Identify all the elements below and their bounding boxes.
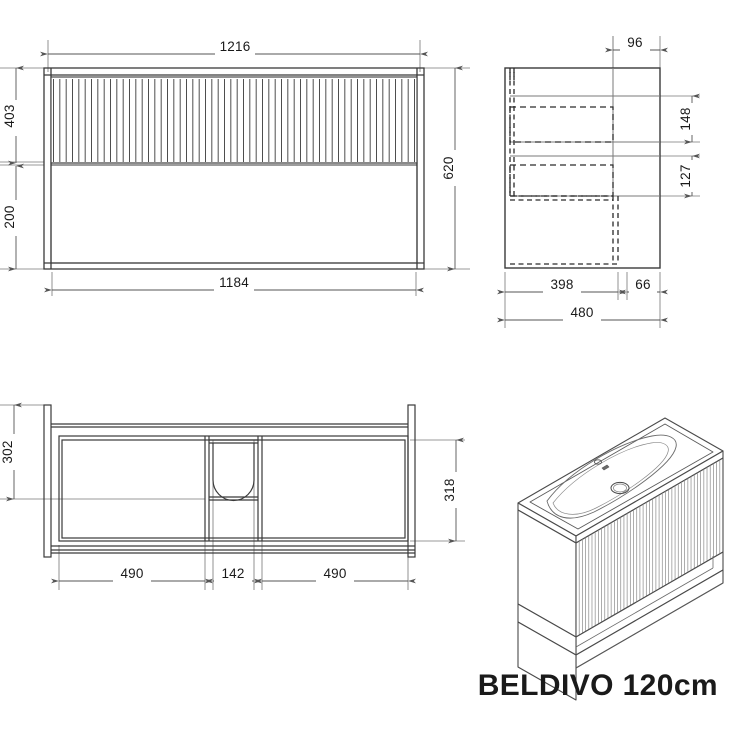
dim-label-66: 66	[635, 277, 650, 292]
dim-side-top-offset: 96	[605, 35, 668, 53]
dim-label-490-right: 490	[323, 566, 346, 581]
dim-front-overall-height: 620	[441, 65, 463, 272]
dim-side-cabinet-depth: 398	[497, 277, 626, 295]
isometric-rib-lines	[578, 459, 721, 636]
dim-label-148: 148	[678, 107, 693, 130]
plan-geometry	[43, 404, 416, 558]
isometric-view	[517, 417, 724, 701]
dim-side-overhang: 66	[619, 277, 668, 295]
front-lower-drawer	[50, 162, 418, 264]
dim-front-overall-width: 1216	[40, 39, 428, 57]
dim-side-upper-drawer: 148	[678, 93, 700, 145]
side-shelf-lines	[510, 68, 660, 197]
plan-view: 302 318 490 142	[0, 402, 465, 590]
side-extension-lines	[504, 36, 700, 328]
dim-side-lower-drawer: 127	[678, 153, 700, 199]
dim-label-490-left: 490	[120, 566, 143, 581]
side-section-view: 96 148 127 398	[497, 35, 700, 328]
dim-label-302: 302	[0, 440, 15, 463]
dim-label-620: 620	[441, 156, 456, 179]
side-hidden-drawers	[509, 106, 614, 197]
dim-label-318: 318	[442, 478, 457, 501]
dim-plan-inner-depth: 318	[442, 437, 464, 544]
side-hidden-edges	[509, 68, 619, 265]
dim-label-1184: 1184	[219, 275, 249, 290]
dim-label-127: 127	[678, 164, 693, 187]
front-fluted-panel	[50, 76, 418, 164]
dim-label-1216: 1216	[220, 39, 251, 54]
dim-front-lower-height: 200	[2, 163, 24, 272]
dim-plan-outer-depth: 302	[0, 402, 22, 502]
dim-label-200: 200	[2, 205, 17, 228]
product-title: BELDIVO 120cm	[478, 669, 718, 702]
dim-label-96: 96	[627, 35, 642, 50]
dim-plan-left-drawer: 490	[51, 566, 213, 584]
dim-front-inner-width: 1184	[44, 275, 424, 293]
dim-plan-right-drawer: 490	[254, 566, 416, 584]
dim-label-403: 403	[2, 104, 17, 127]
front-rib-lines	[53, 79, 415, 162]
side-body-outline	[504, 67, 661, 269]
dim-plan-center-cutout: 142	[205, 566, 262, 584]
dim-label-480: 480	[570, 305, 593, 320]
dim-label-142: 142	[221, 566, 244, 581]
front-elevation-view: 1216 403 200 620	[0, 39, 470, 296]
dim-front-ribbed-height: 403	[2, 65, 24, 166]
dim-side-overall-depth: 480	[497, 305, 668, 323]
dim-label-398: 398	[550, 277, 573, 292]
